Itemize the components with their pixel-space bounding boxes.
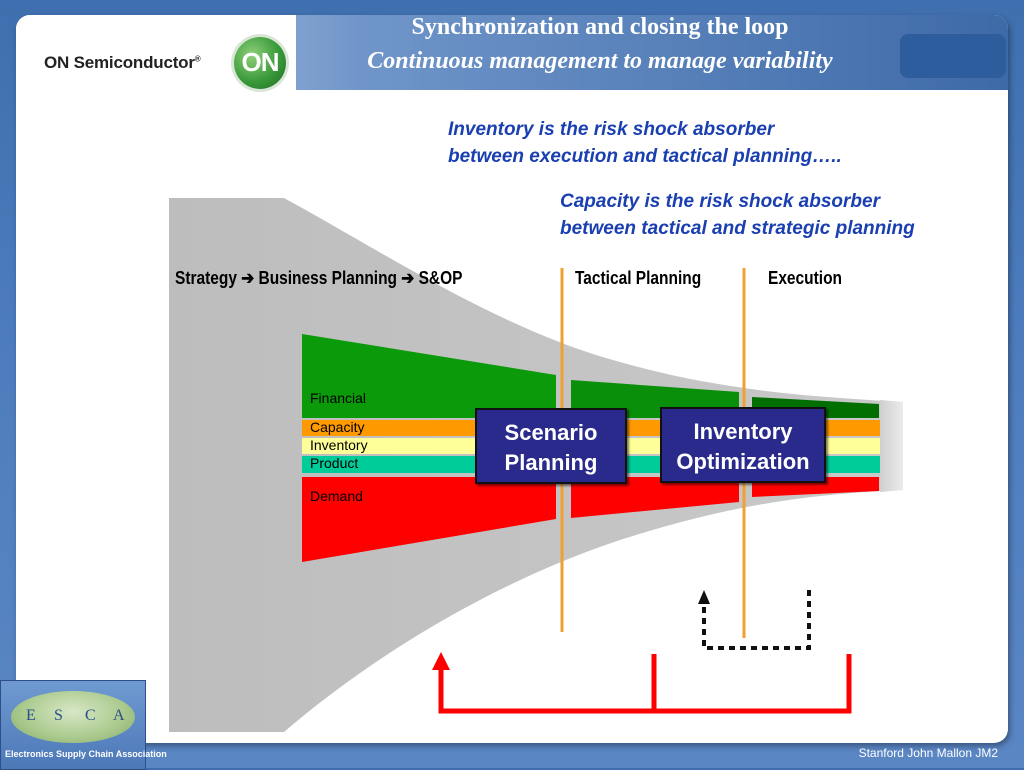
band-label-product: Product bbox=[310, 455, 359, 471]
band-label-capacity: Capacity bbox=[310, 419, 365, 435]
esca-letter-c: C bbox=[85, 707, 96, 724]
band-segment-left bbox=[302, 334, 556, 562]
arrow-up-icon bbox=[698, 590, 710, 604]
inventory-quote: Inventory is the risk shock absorber bet… bbox=[448, 116, 842, 170]
inventory-quote-line1: Inventory is the risk shock absorber bbox=[448, 119, 775, 140]
esca-letter-e: E bbox=[26, 707, 36, 724]
on-semiconductor-logo: ON Semiconductor® ON bbox=[16, 15, 296, 90]
scenario-planning-line1: Scenario bbox=[504, 420, 598, 445]
esca-letter-a: A bbox=[113, 707, 125, 724]
footer-credit: Stanford John Mallon JM2 bbox=[858, 746, 998, 760]
esca-emblem-icon bbox=[11, 691, 135, 743]
feedback-loop-red bbox=[432, 652, 852, 714]
demand-band bbox=[571, 477, 739, 518]
inventory-optimization-box: Inventory Optimization bbox=[660, 407, 826, 483]
funnel-tail bbox=[880, 400, 903, 492]
inventory-optimization-line1: Inventory bbox=[693, 419, 793, 444]
inventory-optimization-line2: Optimization bbox=[676, 449, 810, 474]
capacity-quote-line1: Capacity is the risk shock absorber bbox=[560, 191, 880, 212]
financial-band bbox=[302, 334, 556, 418]
scenario-planning-box: Scenario Planning bbox=[475, 408, 627, 484]
header-corner-decoration bbox=[900, 34, 1006, 78]
stage-label-execution: Execution bbox=[768, 268, 842, 288]
red-feedback-path bbox=[438, 654, 852, 714]
esca-letter-s: S bbox=[54, 707, 63, 724]
feedback-loop-dotted bbox=[698, 590, 811, 650]
demand-band bbox=[302, 477, 556, 562]
stage-label-tactical: Tactical Planning bbox=[575, 268, 702, 288]
arrow-up-icon bbox=[432, 652, 450, 670]
band-label-demand: Demand bbox=[310, 488, 363, 504]
scenario-planning-line2: Planning bbox=[504, 450, 598, 475]
stage-label-strategic: Strategy ➔ Business Planning ➔ S&OP bbox=[175, 268, 463, 288]
inventory-quote-line2: between execution and tactical planning…… bbox=[448, 146, 842, 167]
capacity-quote-line2: between tactical and strategic planning bbox=[560, 218, 915, 239]
band-label-inventory: Inventory bbox=[310, 437, 368, 453]
slide-title: Synchronization and closing the loop bbox=[411, 14, 789, 40]
slide-subtitle: Continuous management to manage variabil… bbox=[367, 48, 833, 74]
band-label-financial: Financial bbox=[310, 390, 367, 406]
esca-name: Electronics Supply Chain Association bbox=[5, 749, 167, 759]
capacity-quote: Capacity is the risk shock absorber betw… bbox=[560, 188, 915, 242]
dotted-feedback-path bbox=[702, 590, 811, 650]
esca-logo: E S C A Electronics Supply Chain Associa… bbox=[0, 680, 167, 770]
on-logo-icon: ON bbox=[234, 37, 286, 89]
logo-brand-text: ON Semiconductor® bbox=[44, 53, 201, 72]
